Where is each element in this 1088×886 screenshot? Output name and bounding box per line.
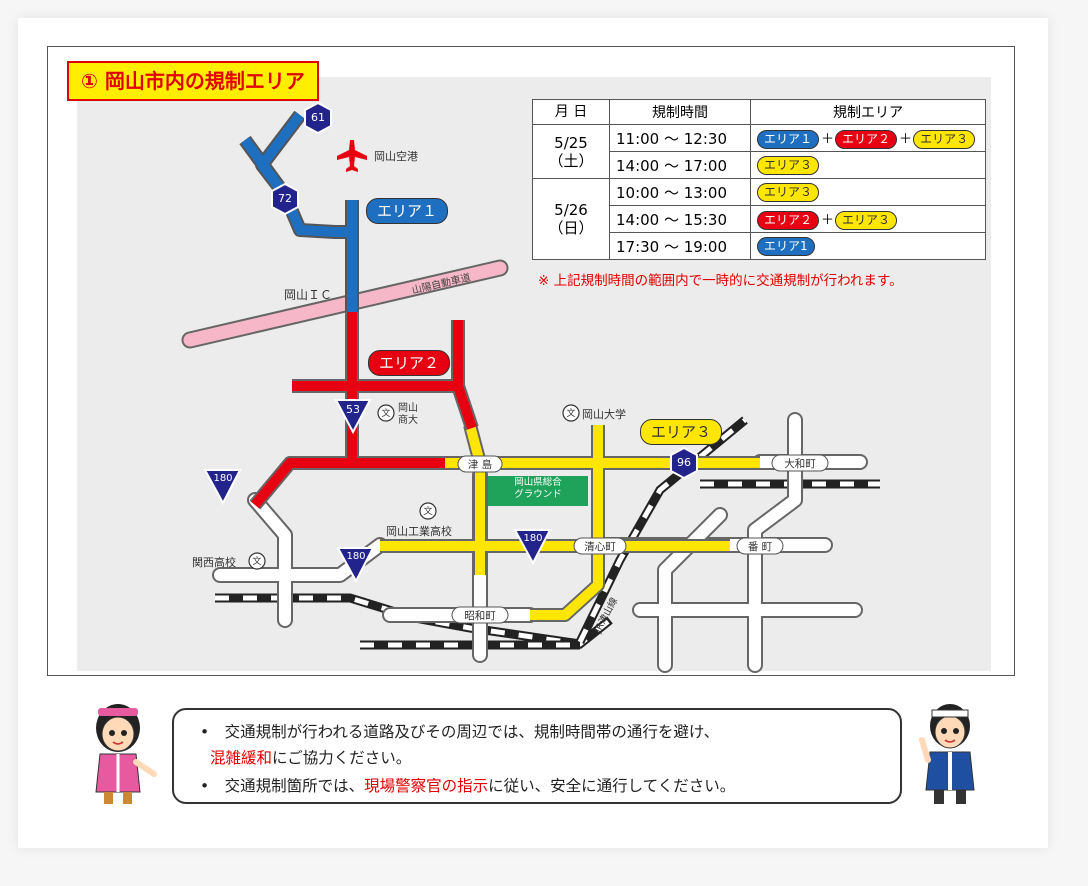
notice-box: • 交通規制が行われる道路及びその周辺では、規制時間帯の通行を避け、 混雑緩和に… (172, 708, 902, 804)
area2-roads (249, 312, 479, 510)
notice-text: • 交通規制箇所では、 (200, 777, 365, 795)
route-180-b (336, 547, 375, 584)
bancho-label: 番 町 (747, 541, 773, 553)
ground-label: 岡山県総合 グラウンド (514, 477, 562, 500)
route-53 (334, 399, 372, 435)
route-53-label: 53 (346, 403, 360, 416)
weekday-text: （日） (548, 219, 594, 237)
time-cell: 11:00 ～ 12:30 (609, 124, 751, 152)
notice-line-2: 混雑緩和にご協力ください。 (210, 746, 411, 768)
time-cell: 10:00 ～ 13:00 (609, 178, 751, 206)
airport-label: 岡山空港 (374, 150, 418, 163)
date-text: 5/25 (554, 133, 588, 152)
page-title: ① 岡山市内の規制エリア (67, 61, 319, 101)
area-cell: エリア２＋エリア３ (750, 205, 986, 233)
table-row: 17:30 ～ 19:00 エリア1 (533, 232, 986, 260)
mascot-girl-icon (95, 704, 157, 804)
area-cell: エリア１＋エリア２＋エリア３ (750, 124, 986, 152)
area3-badge: エリア３ (757, 156, 820, 175)
area1-tag: エリア１ (366, 198, 449, 224)
school-icon (377, 404, 395, 422)
weekday-text: （土） (548, 151, 594, 170)
header-area: 規制エリア (750, 99, 986, 125)
yamato-label: 大和町 (784, 458, 816, 470)
route-96 (670, 446, 698, 480)
notice-line-1: • 交通規制が行われる道路及びその周辺では、規制時間帯の通行を避け、 (200, 723, 720, 741)
area-cell: エリア３ (750, 178, 986, 206)
school-glyph: 文 (566, 407, 575, 419)
area3-badge: エリア３ (835, 210, 898, 230)
time-cell: 14:00 ～ 17:00 (609, 151, 751, 179)
date-cell: 5/26 （日） (532, 178, 610, 260)
area1-roads (239, 110, 359, 312)
school-glyph: 文 (381, 407, 390, 419)
school-icon (419, 502, 437, 520)
ic-label: 岡山ＩＣ (284, 288, 333, 302)
table-row: 14:00 ～ 17:00 エリア３ (533, 151, 986, 179)
area-cell: エリア1 (750, 232, 986, 260)
tsushima-tag-bg (457, 455, 503, 473)
area2-tag: エリア２ (368, 350, 451, 376)
area-cell: エリア３ (750, 151, 986, 179)
route-180-label: 180 (213, 473, 233, 484)
time-cell: 17:30 ～ 19:00 (609, 232, 751, 260)
table-row: 5/26 （日） 10:00 ～ 13:00 エリア３ (532, 178, 986, 260)
school-icon (248, 552, 266, 570)
route-72-label: 72 (278, 192, 292, 205)
route-96-label: 96 (677, 456, 691, 469)
area3-badge: エリア３ (757, 183, 820, 202)
okadai-label: 岡山大学 (582, 408, 626, 421)
tsushima-label: 津 島 (467, 459, 493, 471)
notice-text: に従い、安全に通行してください。 (488, 777, 736, 795)
seishin-label: 清心町 (584, 541, 616, 553)
notice-highlight: 混雑緩和 (210, 749, 273, 767)
date-text: 5/26 (554, 201, 588, 219)
yamato-tag-bg (771, 454, 829, 472)
school-icon (562, 404, 580, 422)
route-180-a (203, 469, 242, 506)
area2-badge: エリア２ (757, 210, 820, 230)
area1-badge: エリア１ (757, 129, 820, 149)
header-time: 規制時間 (609, 99, 751, 125)
route-180-label: 180 (346, 551, 366, 562)
kogyo-label: 岡山工業高校 (386, 525, 452, 538)
table-header-row: 月 日 規制時間 規制エリア (532, 99, 986, 125)
route-180-c (513, 529, 552, 566)
notice-text: にご協力ください。 (272, 749, 412, 767)
showa-label: 昭和町 (464, 610, 496, 622)
date-cell: 5/25 （土） (532, 124, 610, 179)
schedule-table: 月 日 規制時間 規制エリア 5/25 （土） 11:00 ～ 12:30 エリ… (532, 99, 986, 260)
area2-badge: エリア２ (835, 129, 898, 149)
header-date: 月 日 (532, 99, 610, 125)
shodai-label: 岡山 商大 (398, 403, 418, 426)
area3-badge: エリア３ (913, 129, 976, 149)
sports-ground (488, 476, 588, 506)
showa-tag-bg (451, 606, 509, 624)
school-glyph: 文 (423, 505, 432, 517)
route-61-label: 61 (311, 111, 325, 124)
route-61 (304, 101, 332, 135)
bancho-tag-bg (736, 537, 784, 555)
table-row: 14:00 ～ 15:30 エリア２＋エリア３ (533, 205, 986, 233)
notice-highlight: 現場警察官の指示 (364, 777, 489, 795)
route-180-label: 180 (523, 533, 543, 544)
route-72 (271, 182, 299, 216)
table-row: 5/25 （土） 11:00 ～ 12:30 エリア１＋エリア２＋エリア３ (532, 124, 986, 179)
seishin-tag-bg (573, 537, 627, 555)
route-markers (203, 101, 698, 584)
area3-tag: エリア３ (640, 419, 723, 445)
school-glyph: 文 (252, 555, 261, 567)
railways (215, 416, 880, 650)
kanzei-label: 関西高校 (192, 556, 236, 569)
airplane-icon (337, 140, 367, 172)
schedule-note: ※ 上記規制時間の範囲内で一時的に交通規制が行われます。 (538, 273, 903, 289)
mascot-boy-icon (919, 704, 975, 804)
time-cell: 14:00 ～ 15:30 (609, 205, 751, 233)
area1-badge: エリア1 (757, 237, 815, 256)
notice-line-3: • 交通規制箇所では、現場警察官の指示に従い、安全に通行してください。 (200, 774, 735, 796)
